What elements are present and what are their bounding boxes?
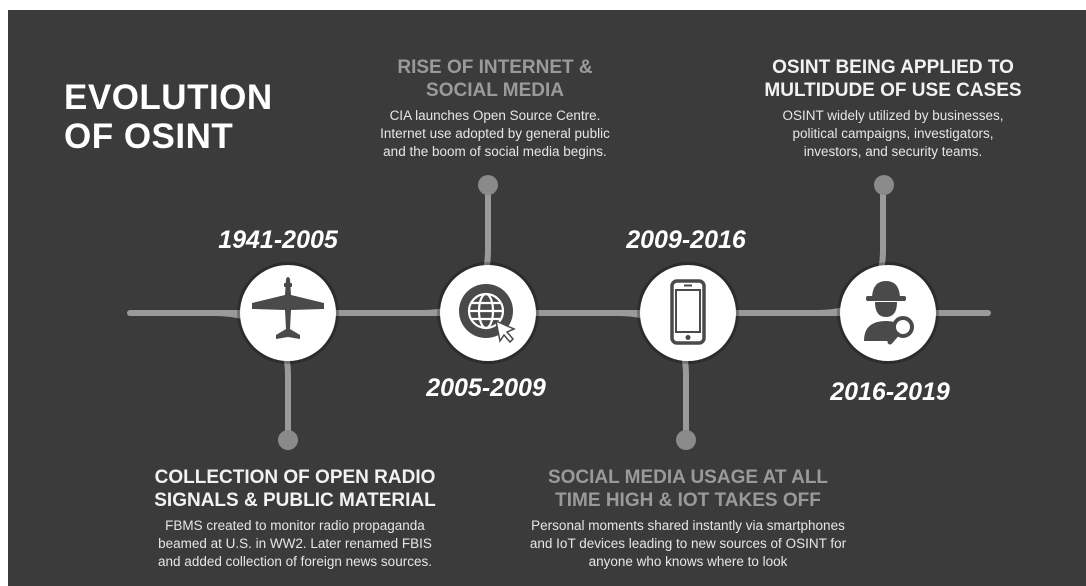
milestone-heading-2016: OSINT BEING APPLIED TO MULTIDUDE OF USE … [764,57,1022,101]
year-label-2009: 2009-2016 [626,226,746,254]
connector-dot-1941 [278,430,298,450]
airplane-icon [252,277,324,339]
title-line-2: OF OSINT [64,117,234,156]
infographic-canvas: EVOLUTION OF OSINT 1941-2005 2005-2009 2… [8,10,1086,586]
milestone-heading-2009: SOCIAL MEDIA USAGE AT ALL TIME HIGH & IO… [547,467,829,511]
milestone-text-2016: OSINT BEING APPLIED TO MULTIDUDE OF USE … [743,56,1043,161]
title-line-1: EVOLUTION [64,78,273,117]
globe-cursor-icon [459,284,516,344]
page-title: EVOLUTION OF OSINT [64,78,324,156]
connector-dot-2016 [874,175,894,195]
milestone-1941 [240,265,336,361]
year-label-2016: 2016-2019 [830,378,950,406]
milestone-2016 [840,265,936,361]
milestone-description-2009: Personal moments shared instantly via sm… [529,518,847,569]
smartphone-icon [670,279,706,345]
milestone-heading-2005: RISE OF INTERNET & SOCIAL MEDIA [397,57,593,101]
milestone-description-2016: OSINT widely utilized by businesses, pol… [782,108,1004,159]
milestone-description-1941: FBMS created to monitor radio propaganda… [158,518,432,569]
connector-dot-2005 [478,175,498,195]
year-label-1941: 1941-2005 [218,226,338,254]
milestone-heading-1941: COLLECTION OF OPEN RADIO SIGNALS & PUBLI… [154,467,436,511]
connector-dot-2009 [676,430,696,450]
milestone-2009 [640,265,736,361]
detective-magnifier-icon [864,281,914,345]
milestone-text-2009: SOCIAL MEDIA USAGE AT ALL TIME HIGH & IO… [508,466,868,571]
milestone-text-1941: COLLECTION OF OPEN RADIO SIGNALS & PUBLI… [130,466,460,571]
year-label-2005: 2005-2009 [426,374,546,402]
milestone-description-2005: CIA launches Open Source Centre. Interne… [380,108,610,159]
milestone-2005 [440,265,536,361]
milestone-text-2005: RISE OF INTERNET & SOCIAL MEDIA CIA laun… [350,56,640,161]
